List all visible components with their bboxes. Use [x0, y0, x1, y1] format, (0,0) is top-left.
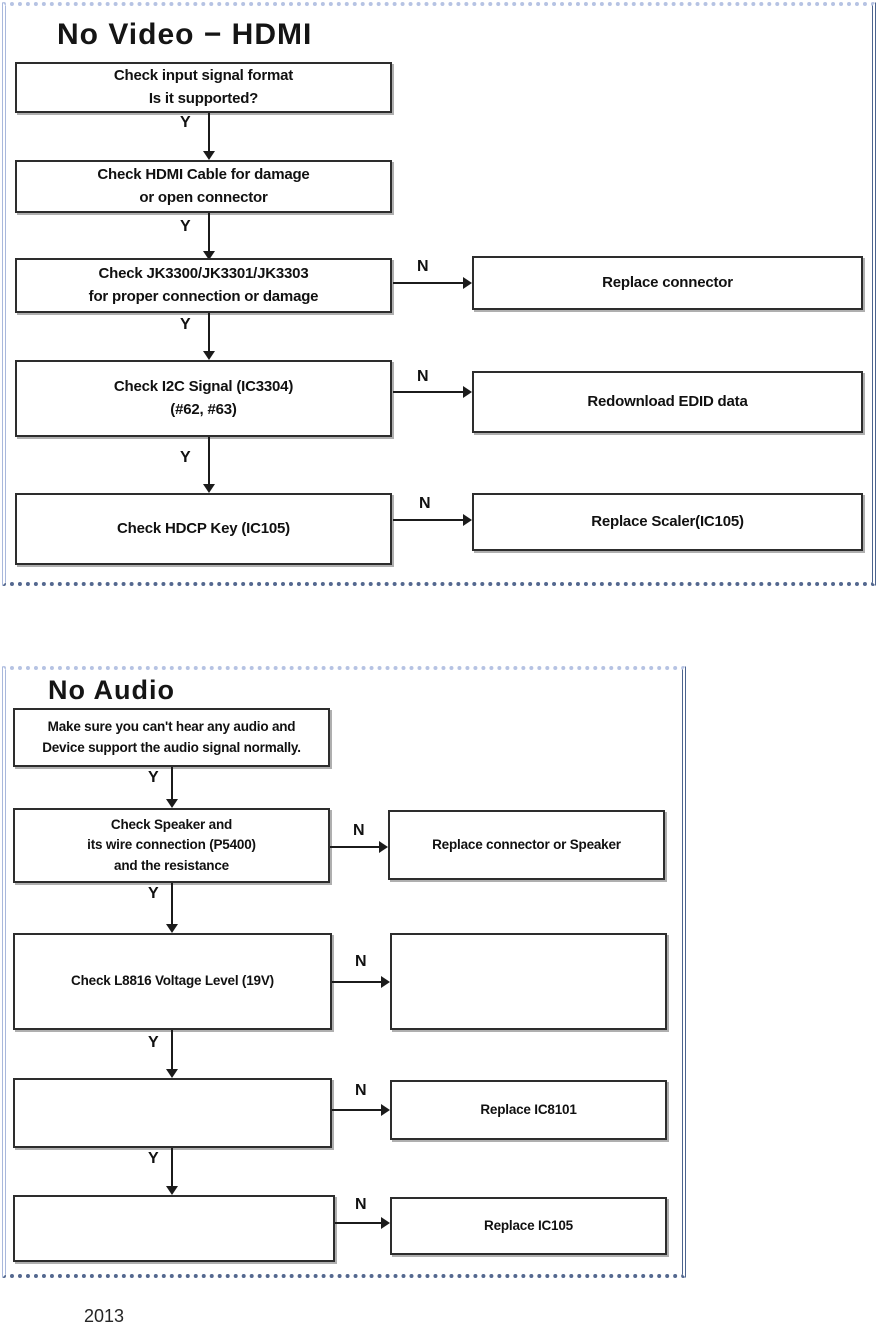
- step-text-line: Check L8816 Voltage Level (19V): [71, 973, 274, 989]
- no-label: N: [417, 368, 429, 385]
- step-text-line: Check input signal format: [113, 67, 294, 84]
- no-label: N: [355, 953, 367, 970]
- step-box-check-jk-connectors: Check JK3300/JK3301/JK3303 for proper co…: [15, 258, 392, 313]
- panel-no-audio: No Audio Make sure you can't hear any au…: [2, 666, 686, 1278]
- no-branch-arrow: [393, 514, 472, 526]
- action-box-replace-connector: Replace connector: [472, 256, 863, 310]
- down-arrow: [203, 313, 215, 360]
- step-box-check-hdcp-key: Check HDCP Key (IC105): [15, 493, 392, 565]
- step-box-check-input-signal: Check input signal format Is it supporte…: [15, 62, 392, 113]
- footer-year: 2013: [84, 1306, 125, 1326]
- step-box-check-l8816-voltage: Check L8816 Voltage Level (19V): [13, 933, 332, 1030]
- no-branch-arrow: [335, 1217, 390, 1229]
- no-branch-arrow: [332, 976, 390, 988]
- yes-label: Y: [148, 769, 159, 786]
- down-arrow: [166, 1148, 178, 1195]
- panel-title: No Audio: [48, 675, 175, 705]
- no-branch-arrow: [393, 386, 472, 398]
- down-arrow: [166, 883, 178, 933]
- panel-title: No Video − HDMI: [57, 18, 313, 51]
- step-box-empty-1: [13, 1078, 332, 1148]
- no-branch-arrow: [330, 841, 388, 853]
- down-arrow: [166, 1030, 178, 1078]
- yes-label: Y: [180, 316, 191, 333]
- yes-label: Y: [148, 1034, 159, 1051]
- step-text-line: for proper connection or damage: [88, 287, 319, 305]
- action-box-replace-ic8101: Replace IC8101: [390, 1080, 667, 1140]
- action-box-replace-connector-speaker: Replace connector or Speaker: [388, 810, 665, 880]
- step-text-line: (#62, #63): [170, 400, 237, 418]
- step-text-line: Check I2C Signal (IC3304): [113, 378, 294, 395]
- step-box-check-hdmi-cable: Check HDMI Cable for damage or open conn…: [15, 160, 392, 213]
- yes-label: Y: [148, 885, 159, 902]
- no-label: N: [353, 822, 365, 839]
- action-text: Replace connector or Speaker: [432, 836, 621, 852]
- yes-label: Y: [180, 449, 191, 466]
- step-text-line: and the resistance: [114, 857, 229, 873]
- no-label: N: [355, 1196, 367, 1213]
- step-box-check-i2c-signal: Check I2C Signal (IC3304) (#62, #63): [15, 360, 392, 437]
- step-text-line: Check Speaker and: [110, 817, 233, 833]
- action-box-redownload-edid: Redownload EDID data: [472, 371, 863, 433]
- action-text: Replace connector: [602, 273, 733, 291]
- down-arrow: [203, 437, 215, 493]
- step-text-line: Check HDMI Cable for damage: [97, 166, 310, 183]
- down-arrow: [166, 767, 178, 808]
- step-text-line: Device support the audio signal normally…: [42, 739, 301, 755]
- yes-label: Y: [180, 114, 191, 131]
- no-label: N: [417, 258, 429, 275]
- step-text-line: Check JK3300/JK3301/JK3303: [98, 265, 309, 282]
- panel-no-video-hdmi: No Video − HDMI Check input signal forma…: [2, 2, 876, 586]
- step-box-make-sure-no-audio: Make sure you can't hear any audio and D…: [13, 708, 330, 767]
- no-branch-arrow: [332, 1104, 390, 1116]
- action-box-replace-scaler: Replace Scaler(IC105): [472, 493, 863, 551]
- action-text: Replace IC8101: [480, 1101, 577, 1117]
- step-box-empty-2: [13, 1195, 335, 1262]
- no-label: N: [419, 495, 431, 512]
- step-text-line: its wire connection (P5400): [87, 837, 256, 853]
- action-box-replace-ic105: Replace IC105: [390, 1197, 667, 1255]
- no-branch-arrow: [393, 277, 472, 289]
- action-box-empty: [390, 933, 667, 1030]
- yes-label: Y: [148, 1150, 159, 1167]
- step-box-check-speaker: Check Speaker and its wire connection (P…: [13, 808, 330, 883]
- down-arrow: [203, 213, 215, 260]
- action-text: Replace Scaler(IC105): [591, 512, 744, 530]
- step-text-line: or open connector: [139, 188, 268, 206]
- yes-label: Y: [180, 218, 191, 235]
- step-text-line: Check HDCP Key (IC105): [117, 519, 290, 537]
- action-text: Replace IC105: [484, 1217, 573, 1233]
- no-label: N: [355, 1082, 367, 1099]
- step-text-line: Make sure you can't hear any audio and: [47, 719, 296, 735]
- action-text: Redownload EDID data: [587, 392, 748, 410]
- step-text-line: Is it supported?: [148, 89, 259, 107]
- down-arrow: [203, 113, 215, 160]
